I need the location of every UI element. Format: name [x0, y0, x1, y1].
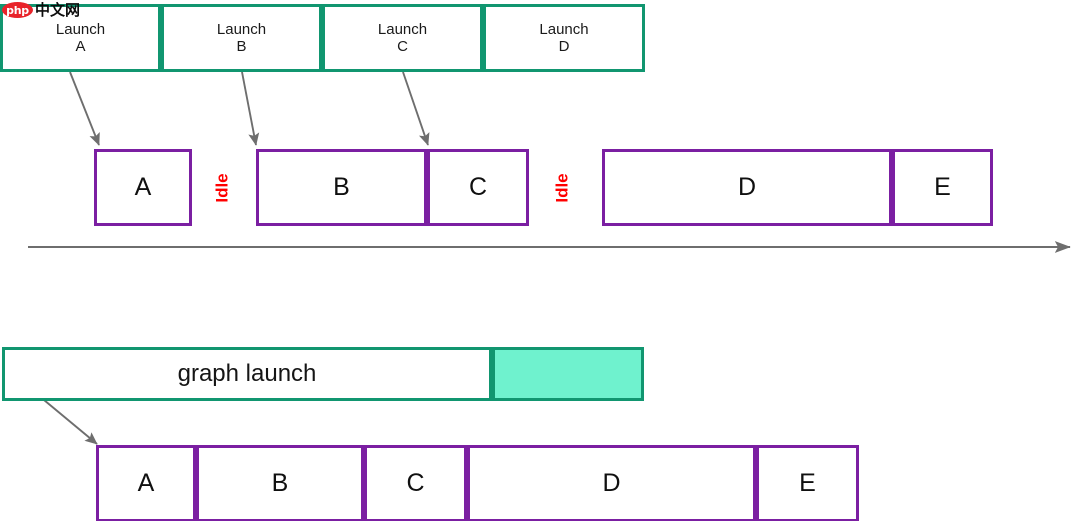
kernel-a[interactable]: A: [94, 149, 192, 226]
kernel-a-label: A: [134, 173, 152, 201]
launch-a-label: Launch A: [55, 20, 106, 55]
launch-c[interactable]: Launch C: [322, 4, 483, 72]
watermark: php 中文网: [2, 1, 80, 19]
graph-execution-block: [492, 347, 644, 401]
arrow-launch-a-to-kernel-a: [69, 71, 100, 146]
graph-kernel-b-label: B: [271, 469, 289, 497]
arrow-graph-to-kernels: [43, 399, 98, 445]
kernel-b[interactable]: B: [256, 149, 427, 226]
graph-kernel-a-label: A: [137, 469, 155, 497]
kernel-e[interactable]: E: [892, 149, 993, 226]
graph-kernel-d-label: D: [602, 469, 621, 497]
graph-kernel-e-label: E: [799, 469, 816, 497]
watermark-site-text: 中文网: [35, 0, 81, 19]
graph-launch-label: graph launch: [177, 360, 317, 387]
graph-kernel-e[interactable]: E: [756, 445, 859, 521]
graph-launch-arrow-group: [43, 399, 98, 445]
launch-c-label: Launch C: [377, 20, 428, 55]
graph-kernel-d[interactable]: D: [467, 445, 756, 521]
graph-kernel-a[interactable]: A: [96, 445, 196, 521]
kernel-e-label: E: [934, 173, 951, 201]
kernel-c-label: C: [468, 173, 488, 201]
arrow-launch-b-to-kernel-b: [241, 71, 260, 146]
launch-d-label: Launch D: [539, 20, 589, 55]
kernel-d-label: D: [737, 173, 757, 201]
kernel-d[interactable]: D: [602, 149, 892, 226]
graph-launch-box[interactable]: graph launch: [2, 347, 492, 401]
graph-kernel-c-label: C: [406, 469, 425, 497]
arrow-launch-c-to-kernel-c: [402, 71, 430, 146]
php-logo-icon: php: [2, 2, 33, 18]
graph-kernel-c[interactable]: C: [364, 445, 467, 521]
kernel-b-label: B: [333, 173, 350, 201]
launch-b[interactable]: Launch B: [161, 4, 322, 72]
launch-arrow-group: [69, 71, 430, 146]
idle-2-label: Idle: [552, 173, 572, 203]
kernel-c[interactable]: C: [427, 149, 529, 226]
idle-1-label: Idle: [212, 173, 232, 203]
launch-d[interactable]: Launch D: [483, 4, 645, 72]
graph-kernel-b[interactable]: B: [196, 445, 364, 521]
launch-b-label: Launch B: [216, 20, 267, 55]
